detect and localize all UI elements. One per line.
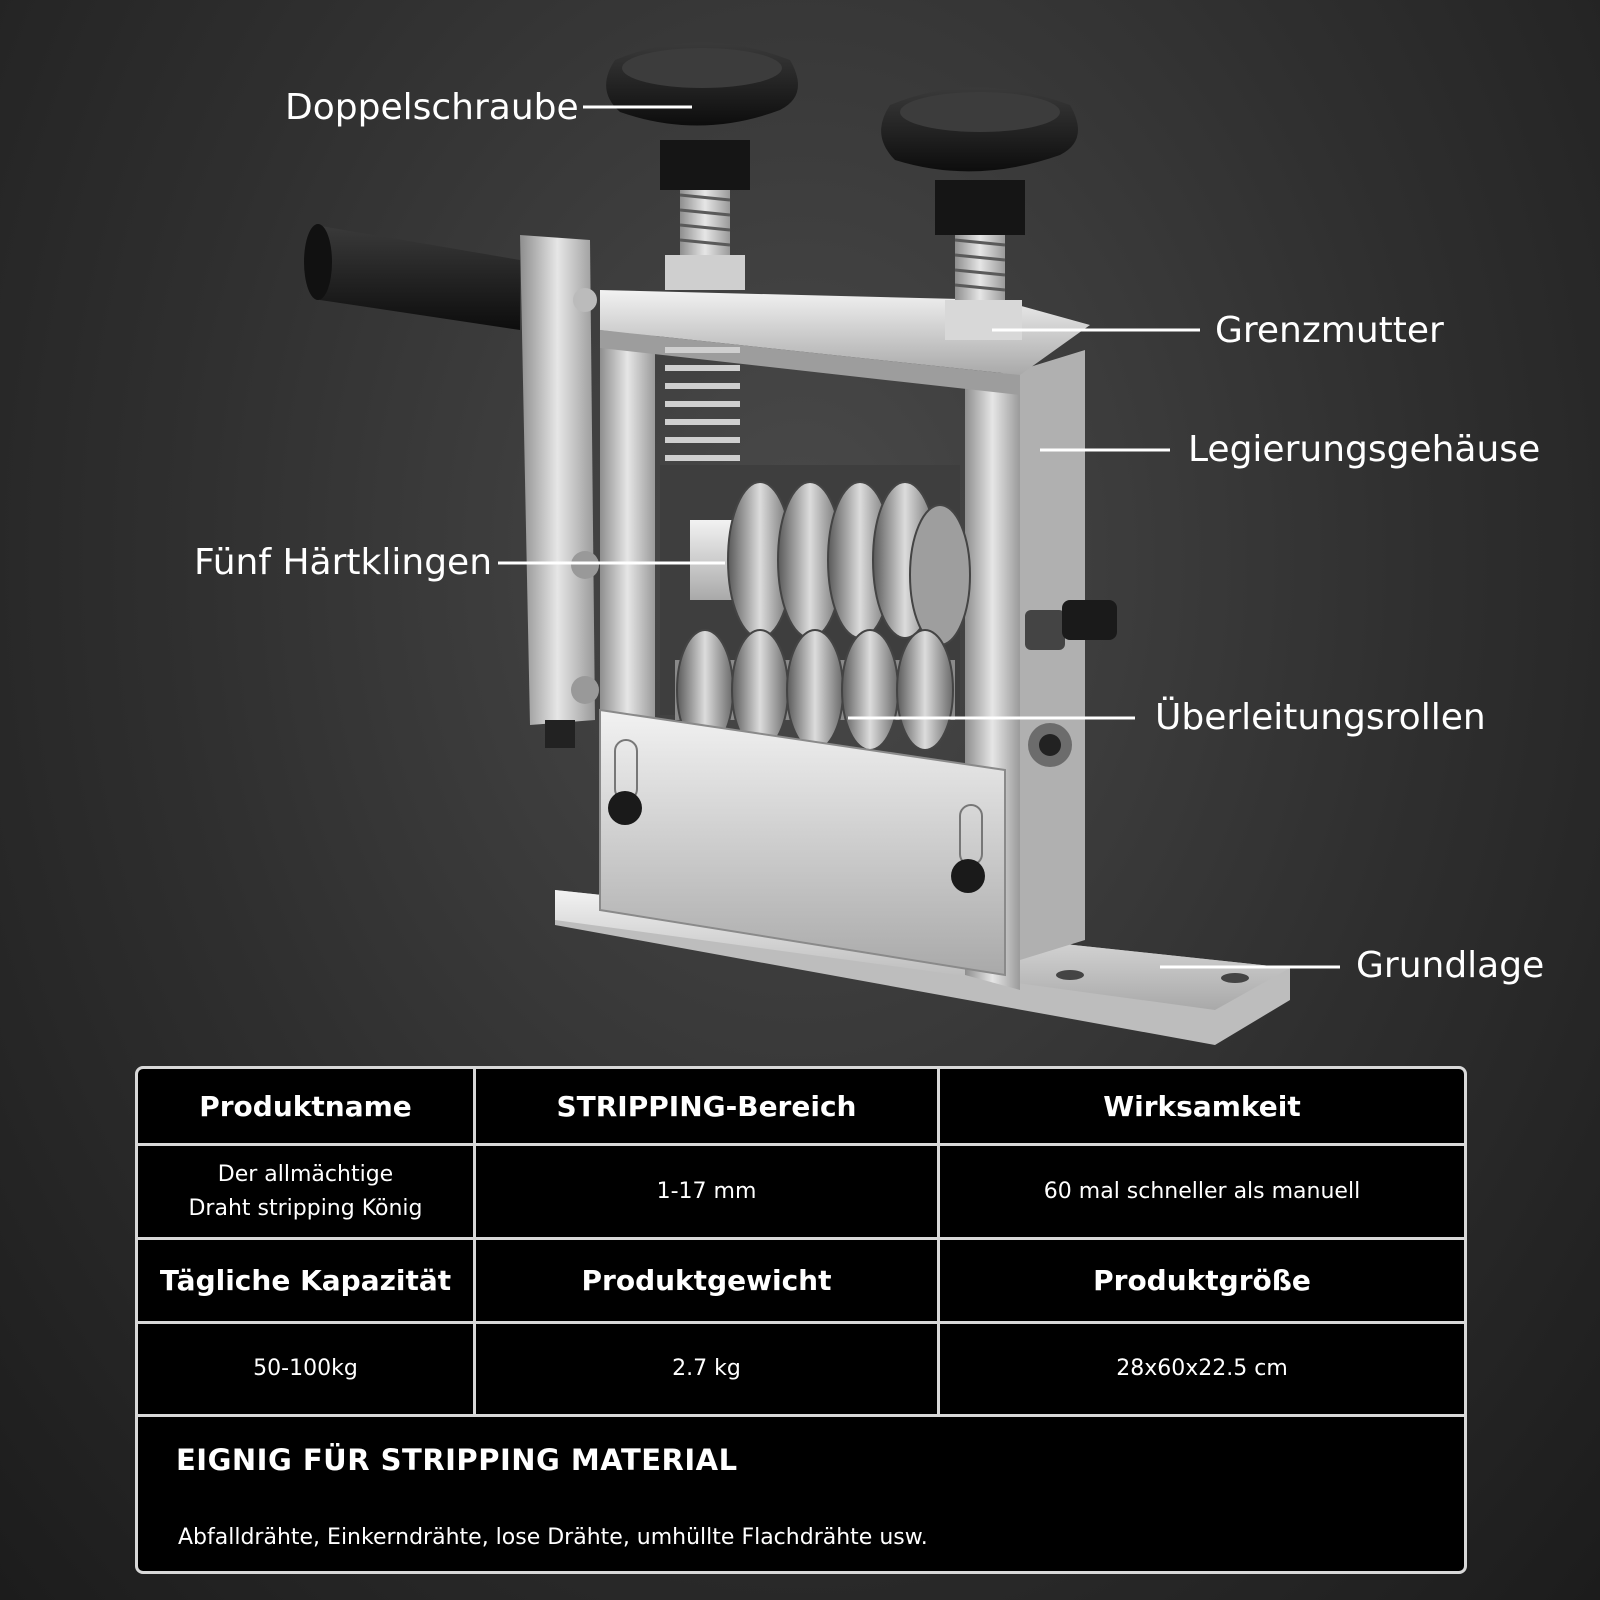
value-daily-capacity: 50-100kg — [138, 1324, 476, 1414]
callout-alloy-housing: Legierungsgehäuse — [1188, 429, 1541, 470]
header-daily-capacity: Tägliche Kapazität — [138, 1240, 476, 1321]
table-row: Der allmächtige Draht stripping König 1-… — [138, 1146, 1464, 1237]
header-stripping-range: STRIPPING-Bereich — [476, 1069, 940, 1143]
material-list: Abfalldrähte, Einkerndrähte, lose Drähte… — [178, 1525, 928, 1550]
value-product-size: 28x60x22.5 cm — [1116, 1356, 1288, 1381]
value-stripping-range: 1-17 mm — [476, 1146, 940, 1237]
value-product-weight: 2.7 kg — [476, 1324, 940, 1414]
product-name-line1: Der allmächtige — [217, 1161, 394, 1187]
header-product-size: Produktgröße — [1093, 1264, 1311, 1297]
wire-stripper-machine-illustration — [304, 42, 1340, 1045]
crank-handle — [304, 224, 599, 748]
transfer-rollers — [675, 629, 955, 751]
tension-spring — [665, 347, 740, 461]
table-row: Produktname STRIPPING-Bereich Wirksamkei… — [138, 1069, 1464, 1143]
front-guard-plate — [599, 708, 1006, 977]
header-product-weight: Produktgewicht — [476, 1240, 940, 1321]
hardened-blades — [690, 481, 971, 646]
callout-base: Grundlage — [1356, 945, 1545, 986]
double-screw — [606, 42, 1078, 340]
callout-double-screw: Doppelschraube — [285, 87, 579, 128]
callout-leaders — [498, 105, 1340, 969]
callout-transfer-rollers: Überleitungsrollen — [1155, 697, 1486, 738]
value-efficiency: 60 mal schneller als manuell — [1043, 1178, 1361, 1204]
value-product-name: Der allmächtige Draht stripping König — [138, 1146, 476, 1237]
table-row: Tägliche Kapazität Produktgewicht Produk… — [138, 1240, 1464, 1321]
header-product-name: Produktname — [138, 1069, 476, 1143]
header-efficiency: Wirksamkeit — [1103, 1089, 1301, 1123]
callout-five-blades: Fünf Härtklingen — [194, 542, 493, 583]
product-name-line2: Draht stripping König — [188, 1195, 423, 1221]
material-title: EIGNIG FÜR STRIPPING MATERIAL — [176, 1443, 738, 1477]
specifications-table: Produktname STRIPPING-Bereich Wirksamkei… — [135, 1066, 1467, 1574]
material-section: EIGNIG FÜR STRIPPING MATERIAL Abfalldräh… — [138, 1417, 1464, 1571]
table-row: 50-100kg 2.7 kg 28x60x22.5 cm — [138, 1324, 1464, 1414]
callout-limit-nut: Grenzmutter — [1215, 310, 1444, 351]
